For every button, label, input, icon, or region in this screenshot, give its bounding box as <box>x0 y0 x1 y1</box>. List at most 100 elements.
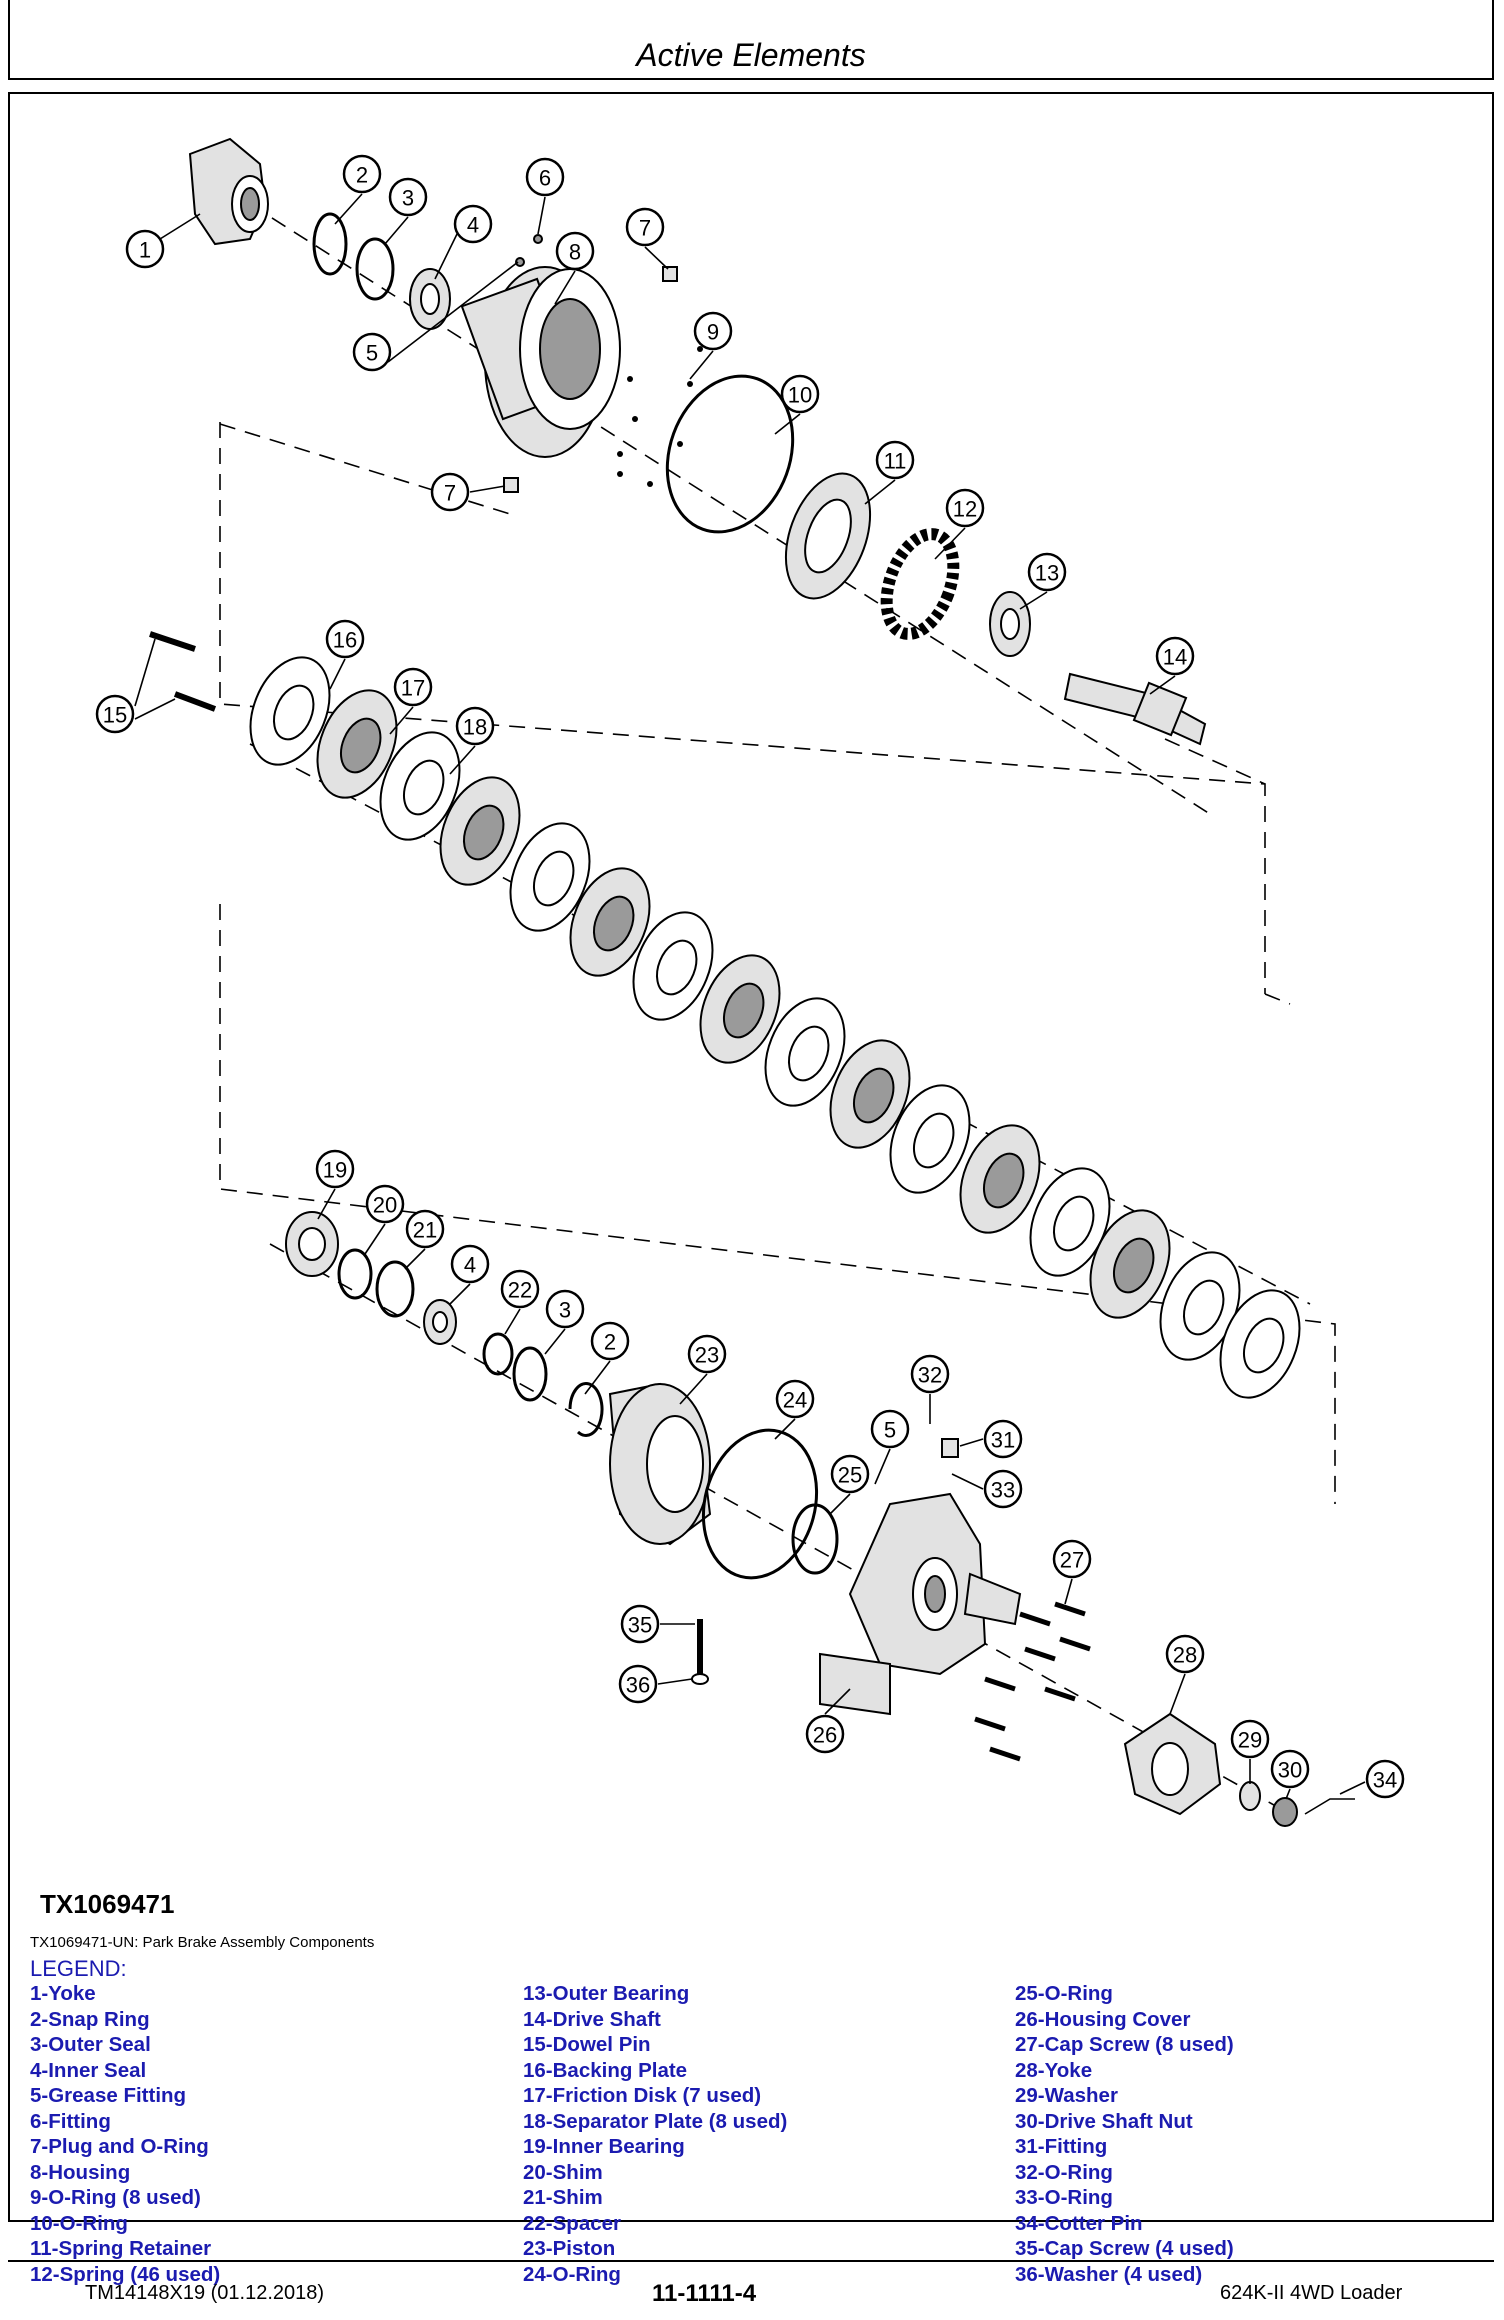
callout-24: 24 <box>775 1379 815 1419</box>
callout-19: 19 <box>315 1149 355 1189</box>
yoke-28-part <box>1123 1712 1222 1816</box>
callout-label: 5 <box>884 1418 896 1443</box>
fitting-part <box>533 234 543 244</box>
assembly-line <box>1164 738 1266 785</box>
assembly-line <box>219 422 1266 994</box>
callout-leader <box>537 196 546 235</box>
friction-disk <box>1089 1209 1171 1319</box>
legend-item: 23-Piston <box>523 2237 616 2260</box>
callout-label: 7 <box>444 481 456 506</box>
assembly-line <box>219 904 1336 1504</box>
legend-item: 6-Fitting <box>30 2109 111 2133</box>
callout-3: 3 <box>388 177 428 217</box>
large-o-ring-part <box>665 374 795 534</box>
callout-label: 8 <box>569 240 581 265</box>
callout-label: 3 <box>402 186 414 211</box>
legend-title: LEGEND: <box>30 1956 127 1981</box>
legend-item: 3-Outer Seal <box>30 2033 151 2056</box>
callout-leader <box>1285 1788 1291 1800</box>
callout-leader <box>449 1283 471 1305</box>
callout-label: 3 <box>559 1298 571 1323</box>
separator-plate <box>632 911 714 1021</box>
callout-label: 24 <box>783 1388 807 1413</box>
legend-item: 2-Snap Ring <box>30 2007 150 2031</box>
callout-10: 10 <box>780 374 820 414</box>
shim-part <box>375 1260 415 1318</box>
callout-leader <box>1169 1673 1186 1715</box>
callout-leader <box>689 350 714 380</box>
o-ring-dots <box>617 346 703 487</box>
callout-leader <box>317 1188 336 1220</box>
callout-leader <box>389 706 414 735</box>
inner-bearing-part <box>285 1211 339 1277</box>
friction-disk <box>316 689 398 799</box>
callout-label: 2 <box>604 1330 616 1355</box>
legend-item: 31-Fitting <box>1015 2135 1108 2158</box>
friction-disk <box>439 776 521 886</box>
callout-11: 11 <box>875 440 915 480</box>
shim-part <box>337 1248 373 1300</box>
callout-label: 13 <box>1035 561 1059 586</box>
legend-item: 10-O-Ring <box>30 2211 128 2235</box>
callout-leader <box>584 1360 611 1395</box>
callout-9: 9 <box>693 311 733 351</box>
spring-retainer-part <box>784 472 872 600</box>
washer-36-part <box>691 1673 709 1685</box>
nut-30-part <box>1272 1797 1298 1827</box>
figure-id: TX1069471 <box>40 1889 175 1919</box>
callout-label: 33 <box>991 1478 1015 1503</box>
callout-label: 4 <box>467 213 479 238</box>
inner-seal-part <box>409 268 451 330</box>
o-ring-25-part <box>791 1503 839 1575</box>
legend-item: 26-Housing Cover <box>1015 2007 1191 2031</box>
footer-page-number: 11-1111-4 <box>652 2280 757 2307</box>
callout-7: 7 <box>625 207 665 247</box>
legend-item: 27-Cap Screw (8 used) <box>1015 2033 1234 2056</box>
callout-leader <box>657 1678 693 1685</box>
callout-layer: 1234567879101112131415161718192021422322… <box>95 154 1405 1800</box>
legend-item: 35-Cap Screw (4 used) <box>1015 2237 1234 2260</box>
friction-disk <box>829 1039 911 1149</box>
legend-item: 32-O-Ring <box>1015 2160 1113 2184</box>
callout-36: 36 <box>618 1664 658 1704</box>
callout-leader <box>387 261 519 363</box>
callout-label: 7 <box>639 216 651 241</box>
separator-plate <box>249 656 331 766</box>
callout-leader <box>159 213 201 240</box>
callout-leader <box>329 658 346 690</box>
callout-29: 29 <box>1230 1719 1270 1759</box>
snap-ring-part-2 <box>568 1382 604 1437</box>
callout-20: 20 <box>365 1184 405 1224</box>
callout-leader <box>434 231 459 280</box>
o-ring-24-part <box>701 1428 819 1580</box>
callout-leader <box>384 216 409 245</box>
plug-part <box>662 266 678 282</box>
callout-label: 25 <box>838 1463 862 1488</box>
legend-item: 18-Separator Plate (8 used) <box>523 2109 788 2133</box>
callout-leader <box>504 1308 521 1335</box>
legend-item: 15-Dowel Pin <box>523 2033 651 2056</box>
callout-leader <box>134 638 156 707</box>
callout-7: 7 <box>430 472 470 512</box>
callout-label: 4 <box>464 1253 476 1278</box>
callout-label: 1 <box>139 238 151 263</box>
legend-item: 19-Inner Bearing <box>523 2135 685 2158</box>
callout-16: 16 <box>325 619 365 659</box>
legend-item: 33-O-Ring <box>1015 2186 1113 2209</box>
legend-item: 29-Washer <box>1015 2084 1118 2107</box>
callout-label: 11 <box>884 449 907 474</box>
fitting-31-part <box>941 1438 959 1458</box>
separator-plate <box>889 1084 971 1194</box>
plug-part <box>503 477 519 493</box>
legend-item: 13-Outer Bearing <box>523 1982 690 2005</box>
callout-34: 34 <box>1365 1759 1405 1799</box>
legend-item: 9-O-Ring (8 used) <box>30 2186 201 2209</box>
callout-leader <box>774 413 801 435</box>
legend-item: 5-Grease Fitting <box>30 2084 187 2107</box>
piston-part <box>608 1382 712 1546</box>
callout-2: 2 <box>590 1321 630 1361</box>
callout-30: 30 <box>1270 1749 1310 1789</box>
dowel-pin-part <box>149 631 196 652</box>
axis-line <box>269 1243 1291 1815</box>
callout-21: 21 <box>405 1209 445 1249</box>
